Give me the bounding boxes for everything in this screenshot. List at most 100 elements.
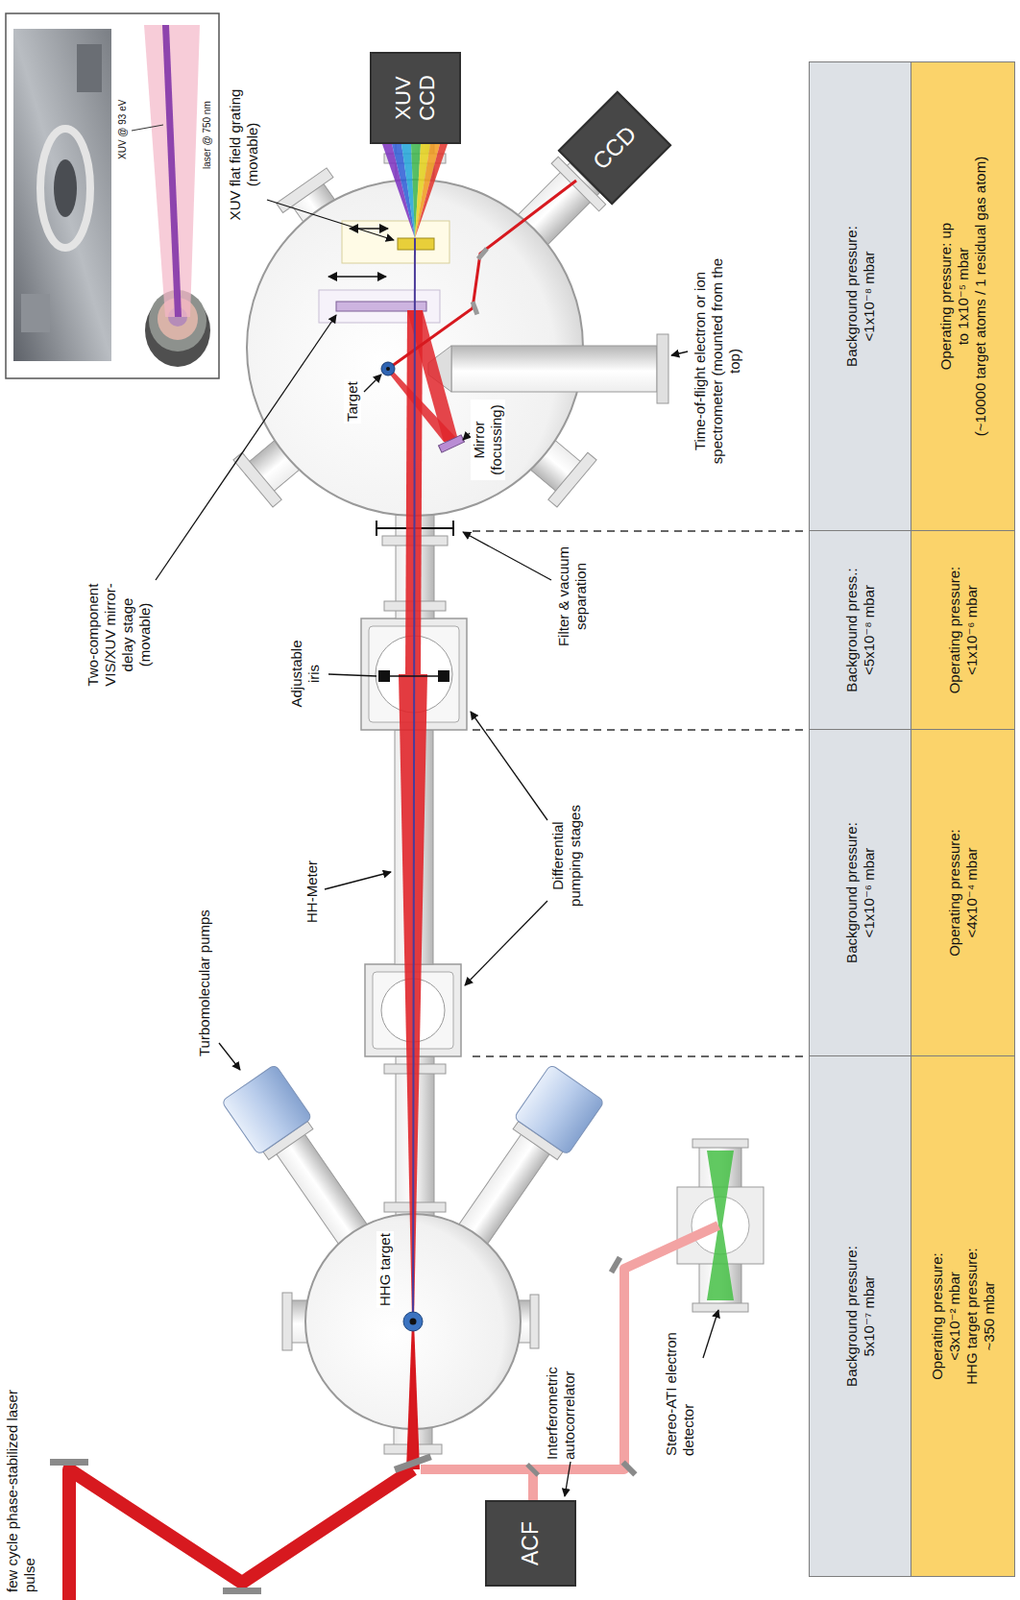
laser-label: few cycle phase-stabilized laser pulse (3, 1385, 39, 1593)
leader-arrow (364, 374, 382, 392)
node-text: XUV CCD (391, 69, 438, 127)
leader-arrow (218, 1043, 241, 1070)
leader-arrow (324, 872, 391, 890)
refocused-beam (386, 367, 459, 442)
table-cell-text: Background press.: <5x10⁻⁸ mbar (843, 548, 878, 712)
filter-label: Filter & vacuum separation (555, 538, 590, 655)
gas-target (381, 362, 395, 376)
laser-beams (69, 144, 719, 1600)
grating-holder (341, 220, 450, 264)
mirror (49, 1458, 89, 1466)
delay-stage-label: Two-component VIS/XUV mirror-delay stage… (84, 567, 154, 703)
probe-beam (420, 1225, 719, 1470)
iris-blade (437, 670, 450, 682)
leader-arrow (470, 711, 548, 821)
table-cell-text: Operating pressure: <1x10⁻⁶ mbar (946, 548, 981, 712)
inset-photo (13, 28, 112, 362)
table-cell: Operating pressure: <4x10⁻⁴ mbar (910, 728, 1016, 1057)
inset-label: XUV @ 93 eV (117, 99, 129, 160)
mirror (476, 246, 489, 261)
table-cell-text: Operating pressure: <4x10⁻⁴ mbar (946, 811, 981, 975)
table-cell: Operating pressure: up to 1x10⁻⁵ mbar(~1… (910, 61, 1016, 532)
spectrum-band (414, 144, 448, 239)
mirror (621, 1460, 638, 1478)
spectrum-band (382, 144, 415, 239)
table-cell: Operating pressure: <1x10⁻⁶ mbar (910, 530, 1016, 730)
port-flange (548, 452, 597, 508)
beam-splitter (525, 1462, 540, 1478)
leader-arrow (564, 1461, 571, 1497)
photo-ring (40, 128, 91, 248)
table-cell-text: Background pressure: 5x10⁻⁷ mbar (843, 1235, 878, 1399)
leader-arrow (462, 433, 470, 440)
inset-frame (5, 13, 219, 379)
photo-part (76, 44, 102, 93)
tof-cylinder (451, 345, 657, 392)
table-cell: Background pressure: <1x10⁻⁸ mbar (808, 61, 912, 532)
node-text: ACF (518, 1521, 543, 1566)
table-cell: Operating pressure: <3x10⁻² mbarHHG targ… (910, 1055, 1016, 1578)
detector-cone (706, 1225, 734, 1301)
leader-arrow (464, 900, 548, 986)
detector-flange (692, 1303, 749, 1312)
leader-arrow (462, 532, 552, 581)
spectrometer-label: Time-of-flight electron or ion spectrome… (691, 255, 744, 467)
leader-arrow (267, 199, 394, 241)
port-flange (530, 1294, 539, 1349)
table-cell-text: (~10000 target atoms / 1 residual gas at… (971, 156, 990, 437)
pump-body (221, 1064, 314, 1156)
inset-label: laser @ 750 nm (201, 100, 214, 170)
detector-flange (692, 1139, 749, 1148)
iris-rod (384, 675, 444, 678)
port-flange (282, 1292, 292, 1351)
table-cell-text: Background pressure: <1x10⁻⁸ mbar (843, 215, 878, 379)
table-cell-text: Background pressure: <1x10⁻⁶ mbar (843, 811, 878, 975)
two-component-mirror (336, 301, 427, 312)
tof-flange (656, 334, 669, 404)
hhg-focus-dot (410, 1318, 417, 1326)
leader-line (328, 674, 377, 677)
pump-label: Turbomolecular pumps (195, 909, 214, 1057)
ccd-box: CCD (558, 91, 673, 206)
xuv-beam (412, 238, 415, 1322)
mirror (470, 300, 480, 316)
dashed-separator (472, 728, 809, 731)
experiment-chamber (233, 142, 669, 516)
leader-arrow (703, 1310, 719, 1359)
dashed-separator (472, 1055, 809, 1058)
grating-label: XUV flat field grating (movable) (226, 72, 262, 237)
mirror (222, 1587, 262, 1595)
table-cell: Background pressure: 5x10⁻⁷ mbar (808, 1055, 912, 1578)
detector-cone (706, 1150, 734, 1226)
detector-label: Stereo-ATI electron detector (662, 1316, 698, 1457)
xuv-beam (162, 24, 182, 317)
xuv-ccd-box: XUV CCD (369, 51, 462, 145)
filter-tick (452, 520, 455, 536)
stereo-ati-detector (677, 1139, 764, 1312)
iris-blade (378, 670, 390, 682)
beam-splitter (393, 1453, 433, 1473)
section-separators (472, 531, 809, 1057)
target-dot (386, 366, 390, 371)
leader-arrow (671, 351, 688, 356)
movable-arrow (328, 275, 387, 278)
leader-line (131, 124, 164, 131)
table-cell-text: HHG target pressure: ~350 mbar (963, 1235, 998, 1399)
hhg-target-label: HHG target (376, 1231, 394, 1309)
hhg-gas-target (403, 1311, 423, 1332)
table-cell-text: Operating pressure: <3x10⁻² mbar (928, 1235, 964, 1399)
pump-body (513, 1064, 606, 1156)
table-cell: Background pressure: <1x10⁻⁶ mbar (808, 728, 912, 1057)
hh-meter-label: HH-Meter (303, 860, 321, 923)
photo-part (21, 293, 50, 333)
mirror (608, 1256, 623, 1275)
photo-hole (53, 159, 77, 218)
inset (5, 13, 219, 379)
target-label: Target (343, 379, 362, 424)
leader-lines (155, 199, 719, 1497)
dashed-separator (472, 530, 809, 533)
mirror-label: Mirror (focussing) (470, 399, 506, 481)
